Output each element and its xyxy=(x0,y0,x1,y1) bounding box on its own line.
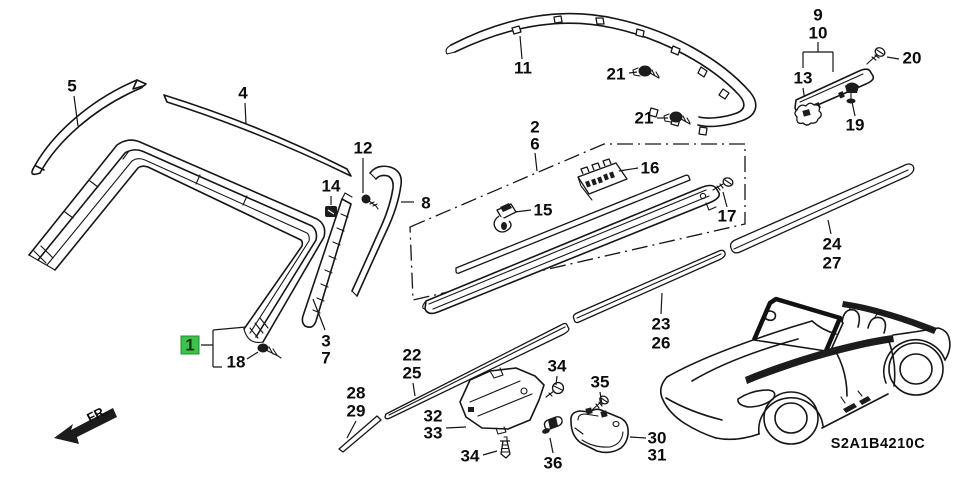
callout-11[interactable]: 11 xyxy=(514,59,532,78)
screw-part17-drawing xyxy=(712,177,734,191)
callout-31[interactable]: 31 xyxy=(648,446,667,465)
callout-34-upper[interactable]: 34 xyxy=(548,357,567,376)
clip-part19-drawing xyxy=(845,82,859,104)
fr-pillar-garnish-part3-7-drawing xyxy=(301,192,353,328)
callout-14[interactable]: 14 xyxy=(322,177,341,196)
car-illustration xyxy=(659,296,951,445)
bracket-part30-31-drawing xyxy=(570,407,629,454)
screw-part18-drawing xyxy=(257,343,282,359)
screw-part12-drawing xyxy=(361,194,379,210)
callout-19[interactable]: 19 xyxy=(846,116,865,135)
callout-16[interactable]: 16 xyxy=(641,159,660,178)
callout-27[interactable]: 27 xyxy=(823,254,842,273)
callout-labels: 5 4 12 14 8 11 21 21 9 10 13 20 19 2 6 1… xyxy=(67,6,921,473)
clip-part16-drawing xyxy=(577,158,628,201)
screw-part20-drawing xyxy=(866,47,886,65)
callout-7[interactable]: 7 xyxy=(321,349,330,368)
callout-2[interactable]: 2 xyxy=(530,118,539,137)
callout-1-highlight-box[interactable] xyxy=(180,335,200,355)
callout-34-lower[interactable]: 34 xyxy=(461,447,480,466)
callout-5[interactable]: 5 xyxy=(67,77,76,96)
callout-1[interactable]: 1 xyxy=(185,336,194,355)
callout-3[interactable]: 3 xyxy=(321,332,330,351)
clip-part15-drawing xyxy=(493,203,517,233)
side-molding-part28-29-drawing xyxy=(338,415,382,453)
callout-26[interactable]: 26 xyxy=(652,334,671,353)
quarter-garnish-part9-10-13-drawing xyxy=(794,42,875,126)
callout-29[interactable]: 29 xyxy=(347,402,366,421)
callout-10[interactable]: 10 xyxy=(809,24,828,43)
callout-22[interactable]: 22 xyxy=(403,346,422,365)
corner-molding-part5-drawing xyxy=(31,79,147,176)
pillar-molding-part8-drawing xyxy=(351,165,403,297)
callout-13[interactable]: 13 xyxy=(794,69,813,88)
clip-part14-drawing xyxy=(325,206,337,217)
fr-direction-arrow: FR. xyxy=(54,403,117,444)
screw-part34-lower-drawing xyxy=(500,436,511,459)
callout-32[interactable]: 32 xyxy=(424,407,443,426)
side-sill-garnish-part2-6-drawing xyxy=(422,174,721,315)
callout-18[interactable]: 18 xyxy=(227,353,246,372)
screw-part34-upper-drawing xyxy=(545,381,565,398)
callout-33[interactable]: 33 xyxy=(424,424,443,443)
bracket-part32-33-drawing xyxy=(459,367,545,435)
callout-21-upper[interactable]: 21 xyxy=(607,65,626,84)
side-molding-part22-25-drawing xyxy=(384,322,570,420)
clip-part36-drawing xyxy=(542,416,563,434)
callout-15[interactable]: 15 xyxy=(534,201,553,220)
callout-24[interactable]: 24 xyxy=(823,235,842,254)
callout-36[interactable]: 36 xyxy=(544,454,563,473)
callout-21-lower[interactable]: 21 xyxy=(635,109,654,128)
callout-23[interactable]: 23 xyxy=(652,315,671,334)
callout-30[interactable]: 30 xyxy=(648,429,667,448)
callout-20[interactable]: 20 xyxy=(903,49,922,68)
roof-drip-molding-part11-drawing xyxy=(445,12,757,136)
front-upper-molding-part4-drawing xyxy=(163,94,352,177)
callout-8[interactable]: 8 xyxy=(421,194,430,213)
diagram-code: S2A1B4210C xyxy=(831,436,925,452)
leader-lines xyxy=(73,35,900,456)
callout-28[interactable]: 28 xyxy=(347,384,366,403)
side-molding-part24-27-drawing xyxy=(729,163,915,254)
callout-25[interactable]: 25 xyxy=(403,364,422,383)
callout-9[interactable]: 9 xyxy=(813,6,822,25)
callout-1-highlighted[interactable]: 1 xyxy=(180,335,200,355)
windshield-frame-molding-part1-drawing xyxy=(28,139,326,344)
callout-12[interactable]: 12 xyxy=(354,139,373,158)
callout-6[interactable]: 6 xyxy=(530,135,539,154)
callout-4[interactable]: 4 xyxy=(238,84,248,103)
side-molding-part23-26-drawing xyxy=(572,249,726,324)
callout-35[interactable]: 35 xyxy=(591,373,610,392)
detail-box-dashed xyxy=(409,143,746,301)
callout-17[interactable]: 17 xyxy=(718,207,737,226)
